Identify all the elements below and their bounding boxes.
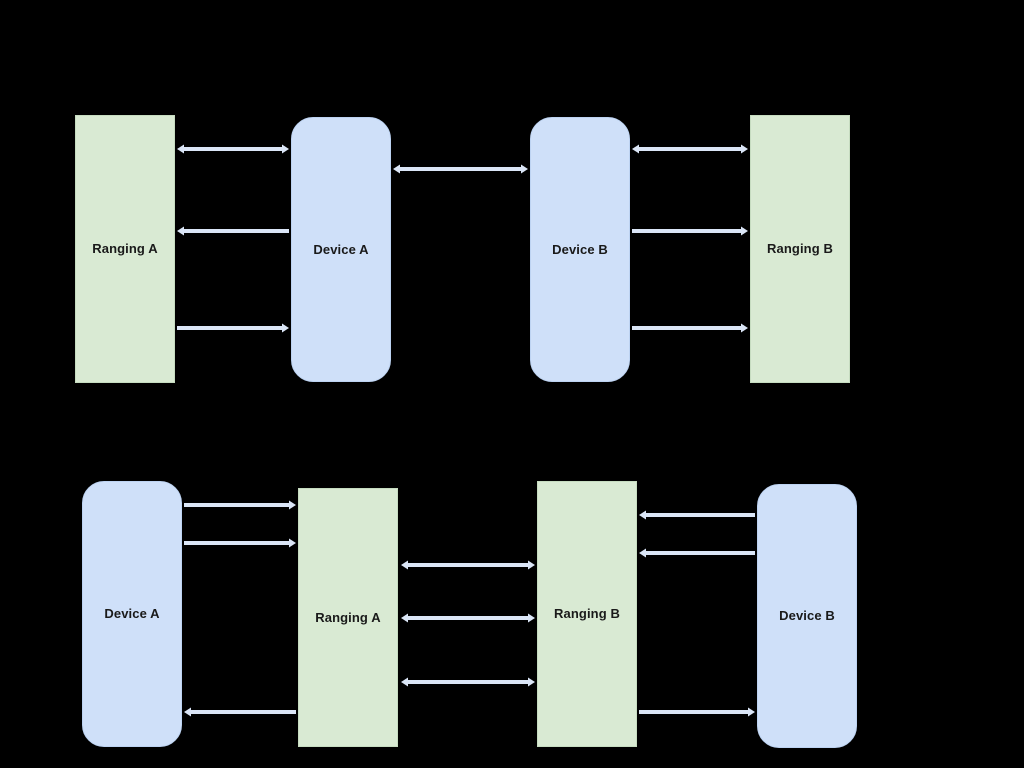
node-label: Device B xyxy=(779,608,835,624)
node-top-ranging-a[interactable]: Ranging A xyxy=(75,115,175,383)
node-label: Device B xyxy=(552,241,608,257)
node-label: Device A xyxy=(313,241,369,257)
connector-arrow-right xyxy=(177,323,289,333)
connector-arrow-left xyxy=(184,707,296,717)
node-bot-ranging-a[interactable]: Ranging A xyxy=(298,488,398,747)
node-label: Ranging B xyxy=(767,241,833,257)
node-label: Device A xyxy=(104,606,160,622)
node-label: Ranging A xyxy=(92,241,158,257)
connector-arrow-both xyxy=(401,613,535,623)
node-label: Ranging B xyxy=(554,606,620,622)
connector-arrow-both xyxy=(177,144,289,154)
connector-arrow-both xyxy=(401,677,535,687)
connector-arrow-right xyxy=(184,500,296,510)
connector-arrow-right xyxy=(632,226,748,236)
node-bot-device-a[interactable]: Device A xyxy=(82,481,182,747)
connector-arrow-right xyxy=(632,323,748,333)
connector-arrow-left xyxy=(639,548,755,558)
node-top-device-a[interactable]: Device A xyxy=(291,117,391,382)
connector-arrow-left xyxy=(639,510,755,520)
node-top-device-b[interactable]: Device B xyxy=(530,117,630,382)
connector-arrow-both xyxy=(632,144,748,154)
node-top-ranging-b[interactable]: Ranging B xyxy=(750,115,850,383)
connector-arrow-right xyxy=(639,707,755,717)
node-bot-device-b[interactable]: Device B xyxy=(757,484,857,748)
connector-arrow-both xyxy=(393,164,528,174)
node-bot-ranging-b[interactable]: Ranging B xyxy=(537,481,637,747)
connector-arrow-left xyxy=(177,226,289,236)
node-label: Ranging A xyxy=(315,609,381,625)
connector-arrow-right xyxy=(184,538,296,548)
connector-arrow-both xyxy=(401,560,535,570)
